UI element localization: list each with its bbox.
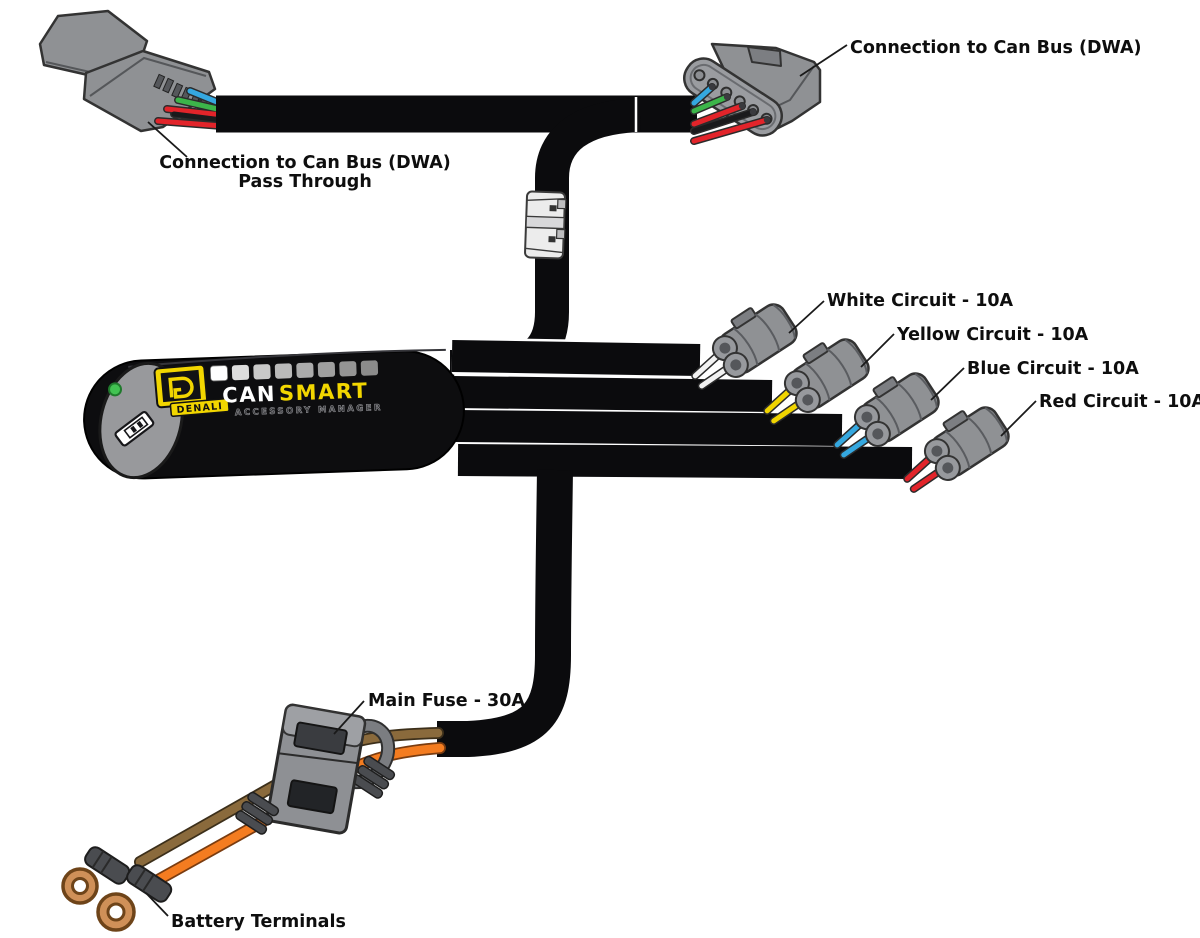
leader-line xyxy=(799,44,848,77)
leader-line xyxy=(1000,400,1037,437)
fuse-window-lower xyxy=(286,779,338,815)
leader-line xyxy=(788,300,825,334)
wire-green xyxy=(691,94,730,114)
logo-square xyxy=(360,360,379,376)
logo-square xyxy=(296,362,314,378)
wire-red xyxy=(164,106,225,118)
pass-through-wires xyxy=(154,87,226,130)
denali-d-glyph xyxy=(168,376,194,399)
circuit-cables xyxy=(437,337,913,760)
labels: Connection to Can Bus (DWA) Pass Through… xyxy=(145,38,1200,932)
battery-terminals xyxy=(61,846,173,932)
wire-green xyxy=(175,97,225,113)
power-leads xyxy=(61,703,446,932)
fuse-window-upper xyxy=(293,721,348,755)
yellow-circuit-cable xyxy=(453,376,773,412)
denali-wordmark: DENALI xyxy=(176,401,223,416)
logo-square xyxy=(339,361,357,377)
leader-line xyxy=(333,700,365,735)
logo-square xyxy=(231,364,250,381)
wire-red xyxy=(155,118,225,129)
red-circuit-cable xyxy=(457,444,913,479)
wire-black xyxy=(171,111,225,123)
label-blue-circuit: Blue Circuit - 10A xyxy=(967,359,1139,379)
product-name-can: CAN xyxy=(222,382,277,408)
usb-port-icon xyxy=(114,411,155,447)
label-main-fuse: Main Fuse - 30A xyxy=(368,691,525,711)
logo-square xyxy=(209,365,229,382)
logo-square xyxy=(317,361,336,378)
label-battery-terminals: Battery Terminals xyxy=(171,912,346,932)
crimp-sleeve xyxy=(84,846,131,885)
denali-logo: DENALI xyxy=(153,363,230,418)
top-harness xyxy=(38,9,822,388)
logo-squares xyxy=(209,360,379,382)
wire-black xyxy=(691,109,756,134)
status-led xyxy=(108,382,123,397)
label-yellow-circuit: Yellow Circuit - 10A xyxy=(896,325,1089,345)
crimp-sleeve xyxy=(126,864,173,903)
inline-connector xyxy=(524,190,567,260)
can-bus-wires xyxy=(690,83,771,145)
power-cable xyxy=(437,469,573,757)
wire-blue xyxy=(691,84,715,106)
white-circuit-cable xyxy=(451,340,701,376)
leader-line xyxy=(860,333,895,368)
can-bus-connector xyxy=(683,42,822,145)
label-pass-through-1: Connection to Can Bus (DWA) xyxy=(159,153,451,173)
leader-line xyxy=(145,892,169,917)
label-can-bus: Connection to Can Bus (DWA) xyxy=(850,38,1142,58)
logo-square xyxy=(274,363,293,379)
main-fuse-holder xyxy=(233,703,397,837)
leader-line xyxy=(930,367,965,401)
label-pass-through-2: Pass Through xyxy=(238,172,372,192)
wire-red xyxy=(691,117,770,144)
product-name-smart: SMART xyxy=(279,379,369,406)
leader-line xyxy=(147,121,188,158)
fuse-body xyxy=(266,703,367,835)
label-white-circuit: White Circuit - 10A xyxy=(827,291,1014,311)
logo-square xyxy=(253,364,271,380)
wire-red xyxy=(691,103,745,127)
label-red-circuit: Red Circuit - 10A xyxy=(1039,392,1200,412)
blue-circuit-cable xyxy=(455,410,843,446)
